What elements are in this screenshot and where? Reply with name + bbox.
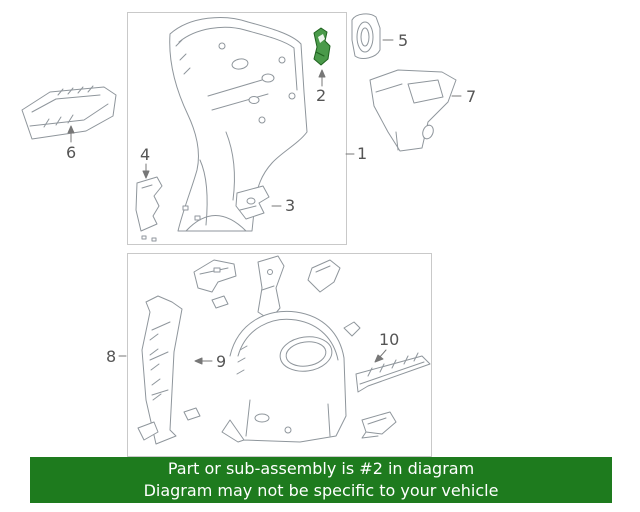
- part-4-drawing: [135, 176, 163, 242]
- wheelhouse-drawing: [221, 310, 347, 443]
- part-9-rail-drawing: [137, 295, 183, 445]
- small-channel-b-drawing: [257, 255, 285, 321]
- result-banner: Part or sub-assembly is #2 in diagram Di…: [30, 457, 612, 503]
- part-3-drawing: [235, 185, 270, 220]
- callout-3: 3: [285, 196, 296, 215]
- callout-7: 7: [466, 87, 477, 106]
- upper-parts-group-box: [127, 12, 347, 245]
- part-5-drawing: [351, 13, 381, 59]
- callout-10: 10: [379, 330, 400, 349]
- small-bracket-a-drawing: [193, 259, 237, 293]
- part-2-highlighted-drawing: [313, 27, 331, 66]
- callout-8: 8: [106, 347, 117, 366]
- callout-connectors: [67, 39, 462, 365]
- callout-4: 4: [140, 145, 151, 164]
- callout-2: 2: [316, 86, 327, 105]
- part-10-sill-drawing: [355, 352, 431, 439]
- part-1-quarter-panel-inner-drawing: [169, 17, 308, 232]
- callout-6: 6: [66, 143, 77, 162]
- callout-1: 1: [357, 144, 368, 163]
- part-7-drawing: [369, 69, 457, 152]
- banner-line-1: Part or sub-assembly is #2 in diagram: [167, 459, 475, 478]
- callout-5: 5: [398, 31, 409, 50]
- lower-parts-group-box: [127, 253, 432, 457]
- small-clips-drawing: [183, 295, 361, 421]
- banner-line-2: Diagram may not be specific to your vehi…: [143, 481, 499, 500]
- callout-9: 9: [216, 352, 227, 371]
- small-bracket-c-drawing: [307, 259, 341, 293]
- highlighted-part-shape: [313, 27, 331, 66]
- part-6-drawing: [21, 85, 117, 140]
